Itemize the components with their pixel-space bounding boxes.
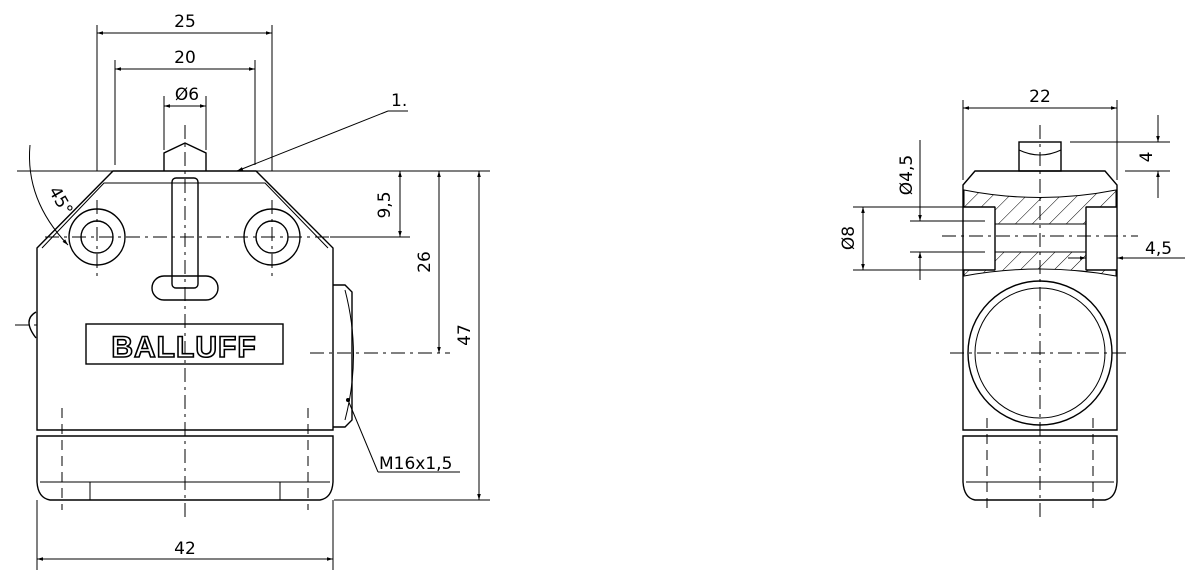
dim-25: 25 <box>174 12 196 32</box>
thread-label: M16x1,5 <box>379 454 452 474</box>
dim-counterbore-diameter: Ø8 <box>839 226 859 250</box>
dim-22: 22 <box>1029 87 1051 107</box>
dim-47: 47 <box>455 324 475 346</box>
callout-1: 1. <box>391 91 407 111</box>
dim-26: 26 <box>415 251 435 273</box>
brand-logo: BALLUFF <box>111 331 256 364</box>
front-view: BALLUFF 25 20 Ø6 1. 45° 9,5 26 47 42 <box>15 12 490 570</box>
dim-hole-diameter: Ø4,5 <box>897 155 917 195</box>
dim-20: 20 <box>174 48 196 68</box>
dim-counterbore-depth: 4,5 <box>1145 239 1172 259</box>
side-view: 22 4 Ø4,5 Ø8 4,5 <box>839 87 1185 520</box>
dim-9-5: 9,5 <box>375 191 395 218</box>
dim-plunger-diameter: Ø6 <box>175 85 199 105</box>
dim-42: 42 <box>174 539 196 559</box>
dim-4: 4 <box>1137 152 1157 163</box>
brand-logo-frame <box>85 323 284 365</box>
